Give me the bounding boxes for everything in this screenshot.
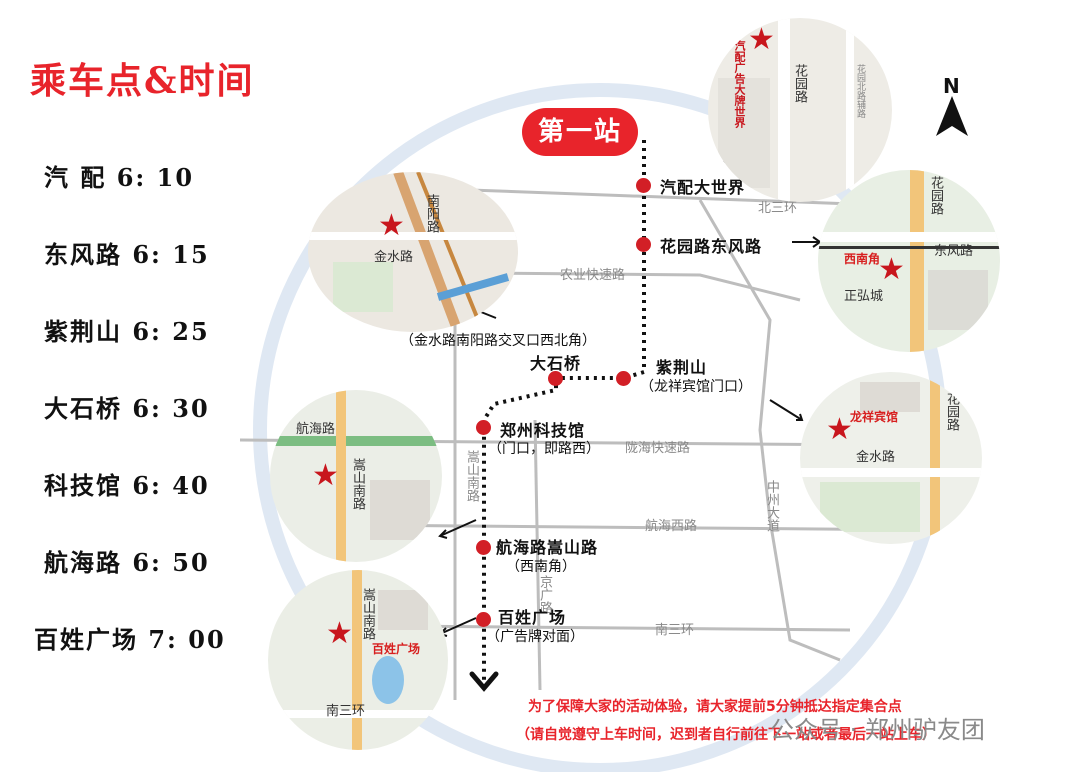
stop-sub: （西南角）	[506, 559, 576, 575]
schedule-item: 大石桥 6: 30	[44, 394, 210, 423]
map-jinshui: ★ 金水路 南阳路	[308, 172, 518, 332]
map-hanghai-road1: 航海路	[296, 422, 336, 437]
watermark: 公众号 · 郑州驴友团	[770, 716, 985, 744]
stop-dot	[476, 420, 491, 435]
schedule-item: 科技馆 6: 40	[44, 471, 210, 500]
stop-sub: （门口，即路西）	[488, 441, 600, 457]
map-baixing: 嵩山南路 ★ 百姓广场 南三环	[268, 570, 448, 750]
road-label-north3: 北三环	[758, 201, 798, 216]
map-baixing-road1: 嵩山南路	[360, 588, 375, 640]
star-icon: ★	[326, 616, 353, 651]
map-dongfeng: 花园路 东风路 西南角 ★ 正弘城	[818, 170, 1000, 352]
stop-sub: （广告牌对面）	[486, 629, 584, 645]
north-arrow-icon	[936, 96, 968, 136]
schedule-item: 航海路 6: 50	[44, 548, 210, 577]
map-jinshui-road2: 南阳路	[424, 194, 439, 233]
map-baixing-red: 百姓广场	[372, 642, 421, 656]
road-label-longhai: 陇海快速路	[625, 441, 691, 456]
schedule-item: 东风路 6: 15	[44, 240, 210, 269]
schedule-item: 紫荆山 6: 25	[44, 317, 210, 346]
stop-dot	[636, 178, 651, 193]
star-icon: ★	[378, 208, 405, 243]
road-label-songshan: 嵩山南路	[464, 450, 479, 502]
stop-label: 紫荆山	[656, 358, 708, 377]
page-title: 乘车点&时间	[30, 60, 255, 102]
road-label-hanghai-west: 航海西路	[645, 519, 698, 534]
map-dongfeng-road-v: 花园路	[928, 176, 943, 215]
map-jinshui-caption: （金水路南阳路交叉口西北角）	[400, 333, 596, 349]
map-qipei-star-label: 汽配广告大牌世界	[733, 40, 746, 128]
stop-sub: （龙祥宾馆门口）	[640, 379, 752, 395]
star-icon: ★	[748, 22, 775, 57]
road-label-zhongzhou: 中州大道	[764, 480, 779, 532]
stop-dot	[476, 540, 491, 555]
first-stop-badge: 第一站	[522, 108, 638, 156]
stop-label: 郑州科技馆	[500, 421, 586, 440]
map-hanghai: 航海路 ★ 嵩山南路	[270, 390, 442, 562]
stop-dot	[616, 371, 631, 386]
star-icon: ★	[312, 458, 339, 493]
star-icon: ★	[878, 252, 905, 287]
map-longxiang-road2: 花园路	[944, 392, 959, 431]
footer-note: 为了保障大家的活动体验，请大家提前5分钟抵达指定集合点	[528, 699, 902, 715]
map-longxiang: 龙祥宾馆 ★ 金水路 花园路	[800, 372, 982, 544]
stop-label: 航海路嵩山路	[496, 538, 599, 557]
schedule-item: 百姓广场 7: 00	[34, 625, 226, 654]
schedule-item: 汽 配 6: 10	[44, 163, 195, 192]
footer-note-2: （请自觉遵守上车时间，迟到者自行前往下一站或者最后一站上车）	[516, 727, 936, 743]
map-dongfeng-red: 西南角	[844, 252, 881, 266]
map-longxiang-red: 龙祥宾馆	[850, 410, 899, 424]
road-label-south3: 南三环	[655, 623, 695, 638]
map-qipei-road: 花园路	[792, 64, 807, 103]
road-label-jingguang: 京广路	[537, 575, 552, 614]
north-label: N	[943, 74, 960, 98]
stop-label: 花园路东风路	[660, 237, 763, 256]
map-baixing-road2: 南三环	[326, 704, 366, 719]
map-longxiang-road1: 金水路	[856, 450, 896, 465]
stop-label: 大石桥	[530, 354, 582, 373]
map-qipei: ★ 汽配广告大牌世界 花园路 花园北路辅路	[708, 18, 892, 202]
map-qipei-road2: 花园北路辅路	[855, 64, 865, 118]
stop-dot	[476, 612, 491, 627]
stop-dot	[636, 237, 651, 252]
stop-dot	[548, 371, 563, 386]
star-icon: ★	[826, 412, 853, 447]
road-label-nongye: 农业快速路	[560, 268, 626, 283]
map-jinshui-road1: 金水路	[374, 250, 414, 265]
map-hanghai-road2: 嵩山南路	[350, 458, 365, 510]
map-dongfeng-road-h: 东风路	[934, 244, 974, 259]
stop-label: 百姓广场	[498, 608, 567, 627]
map-dongfeng-place: 正弘城	[844, 289, 884, 304]
